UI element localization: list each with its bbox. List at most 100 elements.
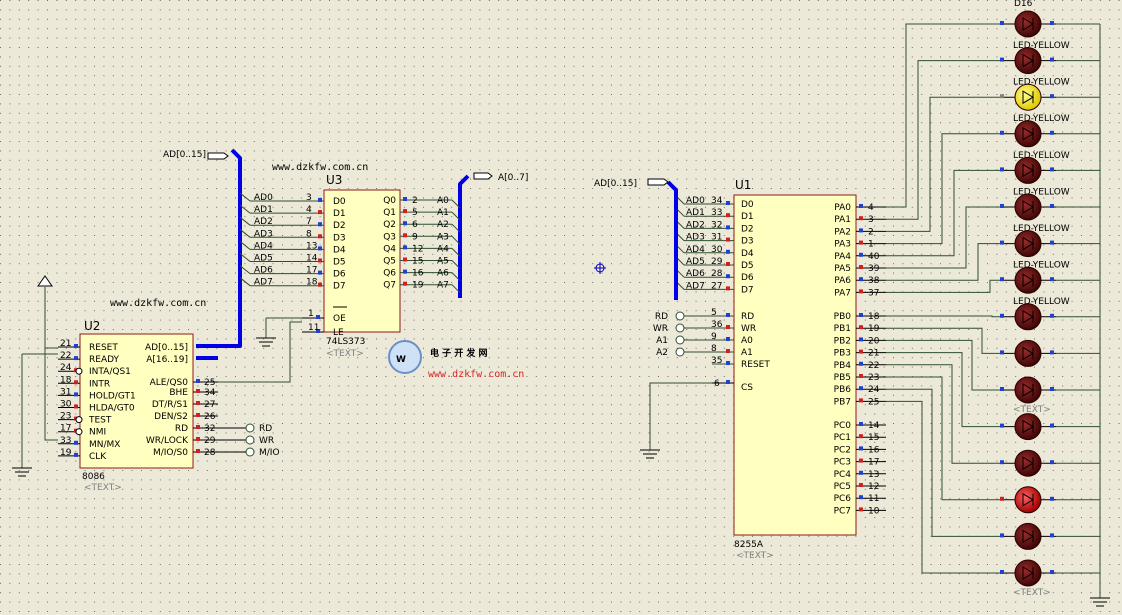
u1-terminal-label: RD — [655, 312, 668, 322]
u3-net-label: AD2 — [254, 217, 273, 227]
led-icon[interactable] — [1014, 193, 1042, 221]
u1-port-name: PB0 — [834, 312, 852, 322]
led-pin-marker — [1050, 94, 1054, 99]
u1-pin-num: 2 — [868, 227, 874, 237]
u3-pin-name: D5 — [333, 258, 346, 268]
u2-pin-num: 22 — [60, 351, 71, 361]
terminal-icon — [245, 447, 255, 457]
u2-invert-bubble — [75, 428, 83, 436]
u1-pin-num: 33 — [711, 208, 722, 218]
watermark-center-cn: 电 子 开 发 网 — [430, 347, 488, 359]
u1-port-name: PC5 — [834, 482, 851, 492]
u1-net-label: AD7 — [686, 281, 705, 291]
u1-port-name: PA0 — [834, 203, 851, 213]
led-label: LED-YELLOW — [1013, 41, 1070, 51]
u1-pin-num: 5 — [711, 308, 717, 318]
u1-port-name: PC2 — [834, 445, 851, 455]
u3-pin-name: OE — [333, 314, 346, 324]
u3-pin-num: 16 — [412, 269, 424, 279]
led-icon[interactable] — [1014, 413, 1042, 441]
led-pin-marker — [1050, 350, 1054, 355]
led-icon[interactable] — [1014, 83, 1042, 111]
led-pin-marker — [1000, 313, 1004, 318]
u3-pin-marker — [318, 270, 322, 275]
u3-pin-marker — [403, 245, 407, 250]
u1-port-name: PC0 — [834, 421, 852, 431]
led-pin-marker — [1050, 277, 1054, 282]
led-pin-marker — [1050, 21, 1054, 25]
u3-pin-num: 7 — [306, 217, 312, 227]
led-icon[interactable] — [1014, 230, 1042, 258]
led-pin-marker — [1050, 570, 1054, 574]
u2-pin-marker — [74, 380, 78, 385]
u1-body[interactable] — [733, 194, 857, 536]
u1-pin-marker — [859, 398, 863, 403]
led-icon[interactable] — [1014, 559, 1042, 587]
led-icon[interactable] — [1014, 303, 1042, 331]
bus-ad-right — [666, 180, 678, 300]
led-icon[interactable] — [1014, 486, 1042, 514]
led-icon[interactable] — [1014, 266, 1042, 294]
u3-pin-num: 13 — [306, 241, 317, 251]
u3-pin-num: 6 — [412, 220, 418, 230]
u1-port-name: PA6 — [834, 276, 851, 286]
u2-pin-marker — [74, 440, 78, 445]
led-icon[interactable] — [1014, 522, 1042, 550]
u2-body[interactable] — [79, 333, 194, 469]
diode-symbol-icon — [1022, 529, 1034, 544]
u3-pin-name: Q3 — [383, 232, 396, 242]
led-icon[interactable] — [1014, 339, 1042, 367]
led-icon[interactable] — [1014, 47, 1042, 75]
u2-pin-num: 25 — [204, 378, 215, 388]
u3-pin-name: Q1 — [383, 208, 396, 218]
u1-pin-marker — [726, 325, 730, 329]
u1-pin-num: 36 — [711, 320, 723, 330]
u2-pin-num: 30 — [60, 400, 72, 410]
bus-tap — [239, 241, 251, 250]
u1-port-name: PA7 — [834, 288, 851, 298]
u1-pin-marker — [859, 349, 863, 354]
u2-output-label: WR — [259, 436, 274, 446]
u3-net-label: A1 — [437, 208, 449, 218]
u1-pin-num: 16 — [868, 445, 880, 455]
port-led-wire — [886, 243, 1000, 281]
port-led-wire — [886, 315, 1000, 318]
u1-pin-name: D7 — [741, 285, 754, 295]
led-icon[interactable] — [1014, 120, 1042, 148]
led-icon[interactable] — [1014, 376, 1042, 404]
u1-pin-name: D1 — [741, 212, 754, 222]
u1-port-name: PB2 — [834, 336, 851, 346]
u3-pin-marker — [403, 233, 407, 238]
u2-pin-name: DEN/S2 — [154, 412, 188, 422]
u2-pin-name: WR/LOCK — [146, 436, 189, 446]
u2-pin-name: A[16..19] — [146, 355, 188, 365]
bus-tap — [451, 260, 461, 269]
u2-pin-name: HLDA/GT0 — [89, 404, 135, 414]
u3-pin-name: D3 — [333, 233, 346, 243]
led-icon[interactable] — [1014, 156, 1042, 184]
u1-pin-num: 31 — [711, 233, 722, 243]
u2-pin-num: 21 — [60, 339, 71, 349]
u1-pin-marker — [859, 374, 863, 378]
u3-pin-marker — [318, 234, 322, 239]
u1-pin-num: 30 — [711, 245, 723, 255]
u2-pin-name: READY — [89, 355, 120, 365]
u3-net-label: AD0 — [254, 193, 273, 203]
u2-pin-name: BHE — [169, 388, 188, 398]
u1-pin-marker — [859, 446, 863, 451]
led-icon[interactable] — [1014, 10, 1042, 38]
led-icon[interactable] — [1014, 449, 1042, 477]
u1-pin-name: D0 — [741, 200, 754, 210]
ale-wire — [218, 321, 302, 383]
u1-pin-marker — [726, 349, 730, 353]
u1-net-label: AD1 — [686, 208, 705, 218]
u1-terminal-label: A2 — [656, 348, 668, 358]
u1-port-name: PB3 — [834, 349, 851, 359]
port-led-wire — [886, 23, 1000, 208]
u1-cs-wire — [649, 382, 712, 450]
u2-pin-name: INTR — [89, 379, 110, 389]
